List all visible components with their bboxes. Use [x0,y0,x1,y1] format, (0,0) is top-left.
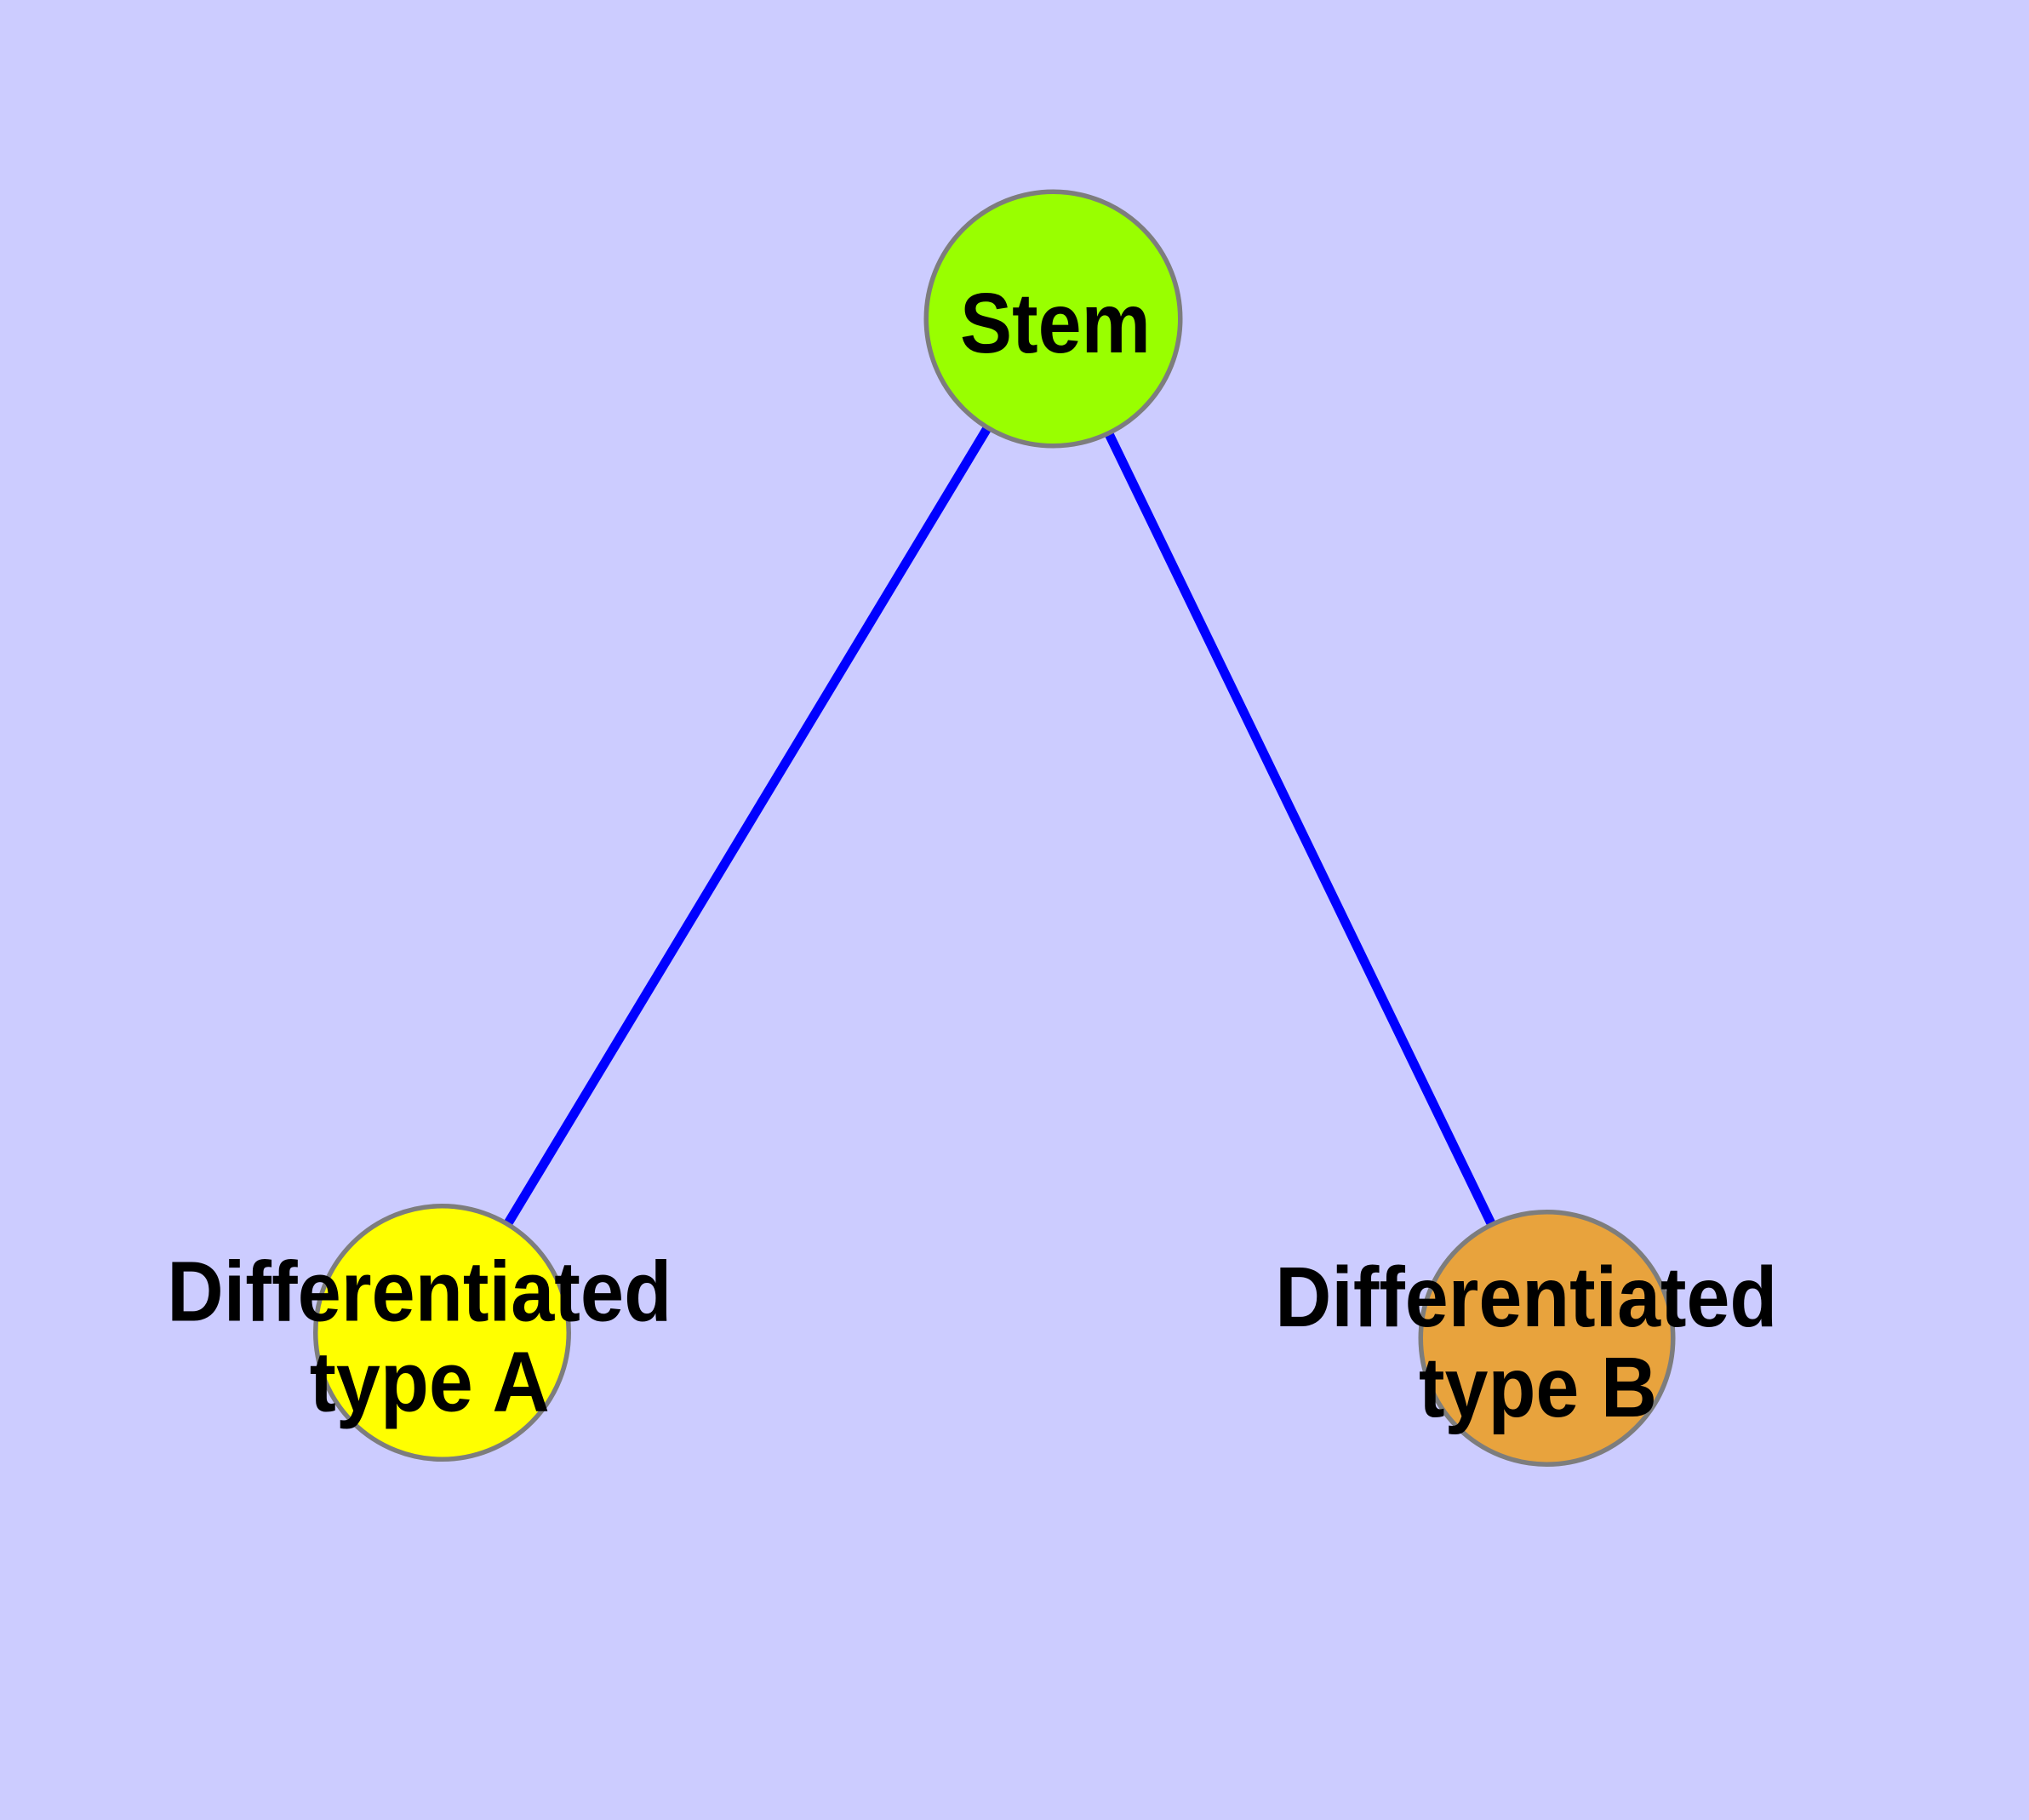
svg-text:Differentiated: Differentiated [1275,1250,1777,1345]
svg-text:Stem: Stem [960,276,1151,371]
svg-text:type A: type A [310,1335,550,1430]
svg-text:Differentiated: Differentiated [167,1245,672,1340]
svg-text:type B: type B [1419,1340,1657,1435]
